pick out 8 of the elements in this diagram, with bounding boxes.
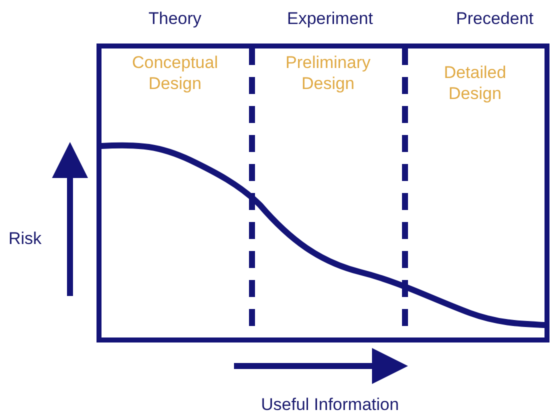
column-heading: Theory (148, 8, 202, 29)
column-heading: Precedent (456, 8, 534, 29)
phase-label: Conceptual Design (130, 52, 219, 94)
phase-label: Detailed Design (442, 62, 508, 104)
column-heading: Experiment (287, 8, 373, 29)
axis-label: Useful Information (261, 394, 399, 415)
phase-label: Preliminary Design (284, 52, 372, 94)
axis-label: Risk (8, 228, 42, 249)
